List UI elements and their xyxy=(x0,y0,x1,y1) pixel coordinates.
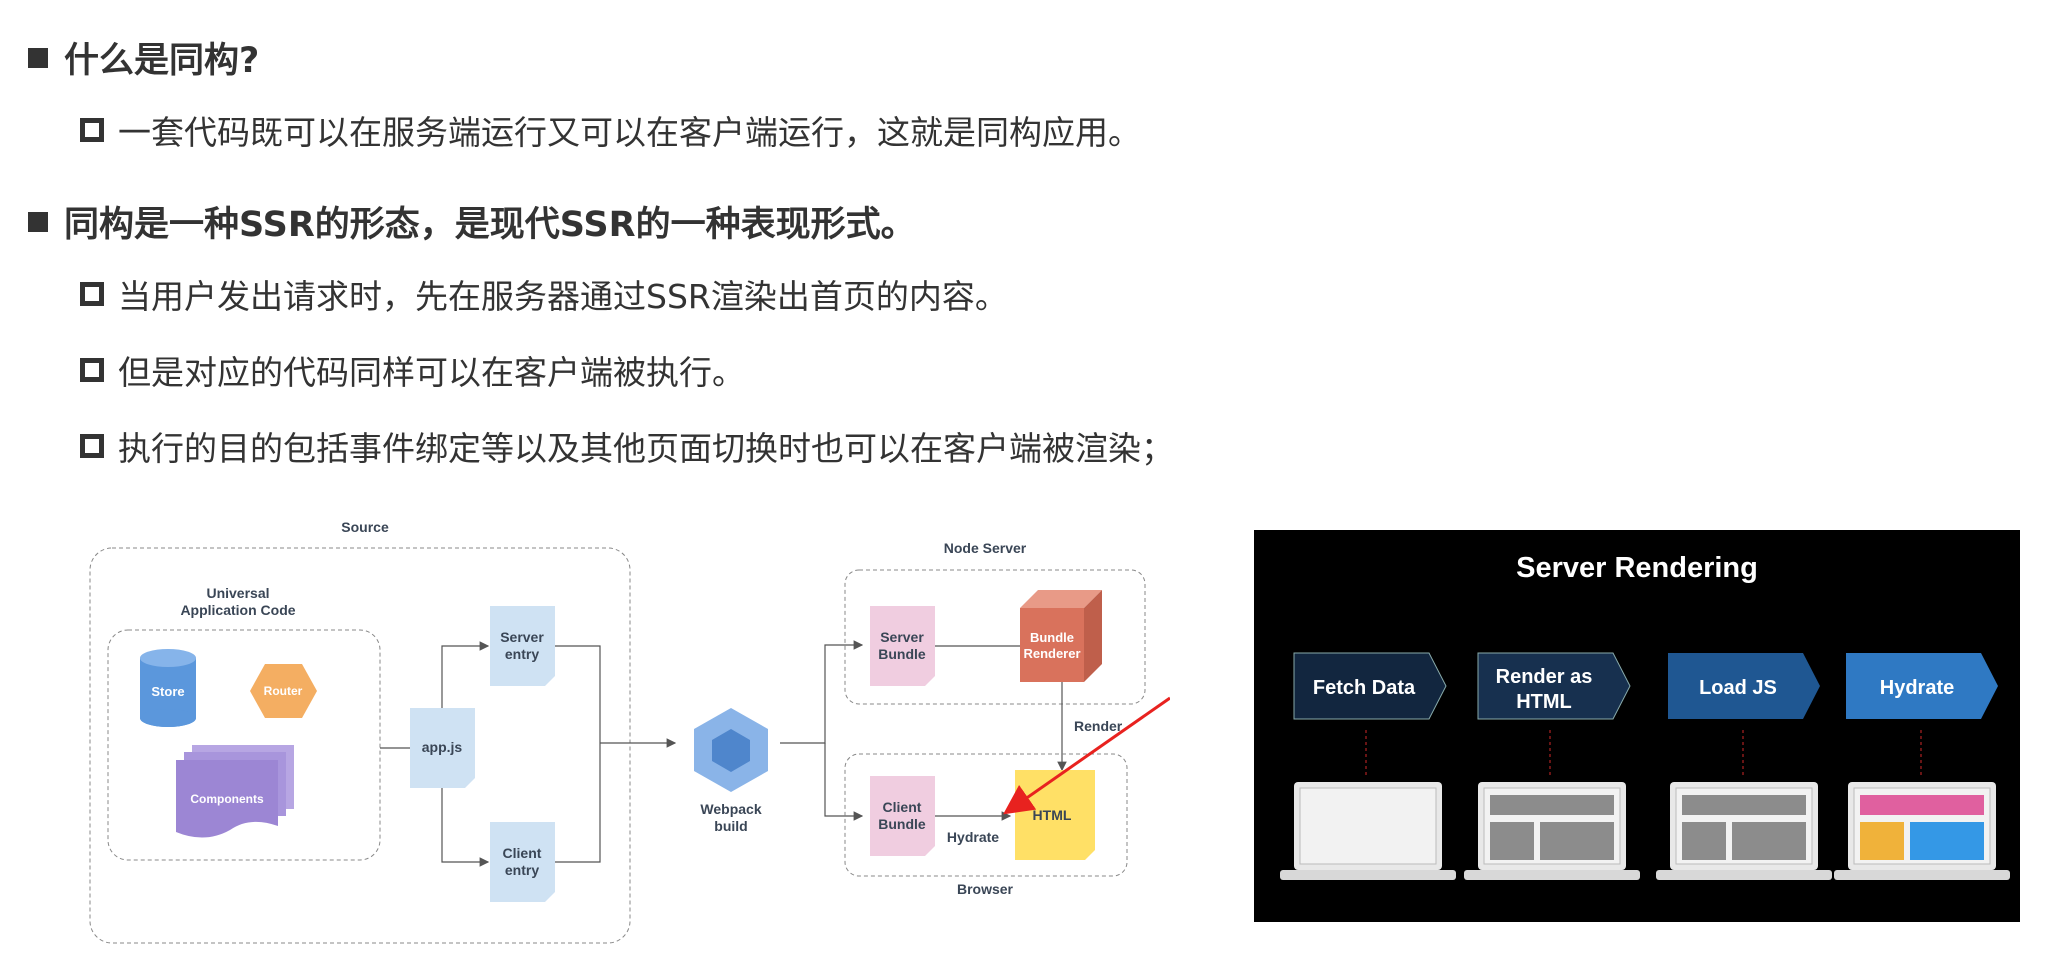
filled-square-bullet-icon xyxy=(28,212,48,232)
store-label: Store xyxy=(151,684,184,699)
step-hydrate-label: Hydrate xyxy=(1880,677,1954,699)
step-load-js-label: Load JS xyxy=(1699,677,1777,699)
step-hydrate: Hydrate xyxy=(1846,653,1998,719)
step-fetch-data: Fetch Data xyxy=(1294,653,1446,719)
client-entry-label-1: Client xyxy=(503,845,542,861)
point-text: 当用户发出请求时，先在服务器通过SSR渲染出首页的内容。 xyxy=(118,270,1008,318)
laptop-blank-icon xyxy=(1280,782,1456,880)
bundle-renderer-label-2: Renderer xyxy=(1023,646,1080,661)
server-rendering-title: Server Rendering xyxy=(1516,552,1758,584)
point-row-2: 当用户发出请求时，先在服务器通过SSR渲染出首页的内容。 xyxy=(80,270,1008,318)
point-row-4: 执行的目的包括事件绑定等以及其他页面切换时也可以在客户端被渲染； xyxy=(80,422,1174,470)
client-entry-label-2: entry xyxy=(505,862,539,878)
laptop-gray-layout-icon xyxy=(1656,782,1832,880)
step-render-html-label-1: Render as xyxy=(1496,666,1593,688)
router-label: Router xyxy=(264,684,303,698)
components-label: Components xyxy=(190,792,264,806)
client-bundle-label-1: Client xyxy=(883,799,922,815)
server-rendering-panel: Server Rendering Fetch Data Render as HT… xyxy=(1254,530,2020,922)
html-label: HTML xyxy=(1033,807,1072,823)
hydrate-label: Hydrate xyxy=(947,829,999,845)
ssr-architecture-diagram: Source Universal Application Code Store … xyxy=(80,508,1170,948)
hollow-square-bullet-icon xyxy=(80,434,104,458)
server-entry-label-1: Server xyxy=(500,629,544,645)
server-bundle-label-1: Server xyxy=(880,629,924,645)
heading-what-is-isomorphic: 什么是同构? xyxy=(64,32,259,83)
hollow-square-bullet-icon xyxy=(80,282,104,306)
source-label: Source xyxy=(341,519,389,535)
browser-label: Browser xyxy=(957,881,1014,897)
filled-square-bullet-icon xyxy=(28,48,48,68)
step-render-html: Render as HTML xyxy=(1478,653,1630,719)
webpack-cube-icon xyxy=(694,708,768,792)
point-text: 但是对应的代码同样可以在客户端被执行。 xyxy=(118,346,745,394)
hollow-square-bullet-icon xyxy=(80,118,104,142)
appjs-label: app.js xyxy=(422,739,463,755)
step-fetch-data-label: Fetch Data xyxy=(1313,677,1416,699)
node-server-label: Node Server xyxy=(944,540,1027,556)
webpack-label-2: build xyxy=(714,818,747,834)
point-text: 执行的目的包括事件绑定等以及其他页面切换时也可以在客户端被渲染； xyxy=(118,422,1174,470)
laptop-colored-layout-icon xyxy=(1834,782,2010,880)
webpack-label-1: Webpack xyxy=(700,801,761,817)
client-bundle-label-2: Bundle xyxy=(878,816,926,832)
point-row-3: 但是对应的代码同样可以在客户端被执行。 xyxy=(80,346,745,394)
laptop-gray-layout-icon xyxy=(1464,782,1640,880)
heading-row-2: 同构是一种SSR的形态，是现代SSR的一种表现形式。 xyxy=(28,196,916,247)
universal-label-line2: Application Code xyxy=(180,602,295,618)
universal-label-line1: Universal xyxy=(206,585,269,601)
step-load-js: Load JS xyxy=(1668,653,1820,719)
render-label: Render xyxy=(1074,718,1123,734)
bundle-renderer-label-1: Bundle xyxy=(1030,630,1074,645)
point-row-1: 一套代码既可以在服务端运行又可以在客户端运行，这就是同构应用。 xyxy=(80,106,1141,154)
hollow-square-bullet-icon xyxy=(80,358,104,382)
step-render-html-label-2: HTML xyxy=(1516,691,1572,713)
heading-row-1: 什么是同构? xyxy=(28,32,259,83)
heading-isomorphic-is-ssr: 同构是一种SSR的形态，是现代SSR的一种表现形式。 xyxy=(64,196,916,247)
point-text: 一套代码既可以在服务端运行又可以在客户端运行，这就是同构应用。 xyxy=(118,106,1141,154)
server-bundle-label-2: Bundle xyxy=(878,646,926,662)
server-entry-label-2: entry xyxy=(505,646,539,662)
